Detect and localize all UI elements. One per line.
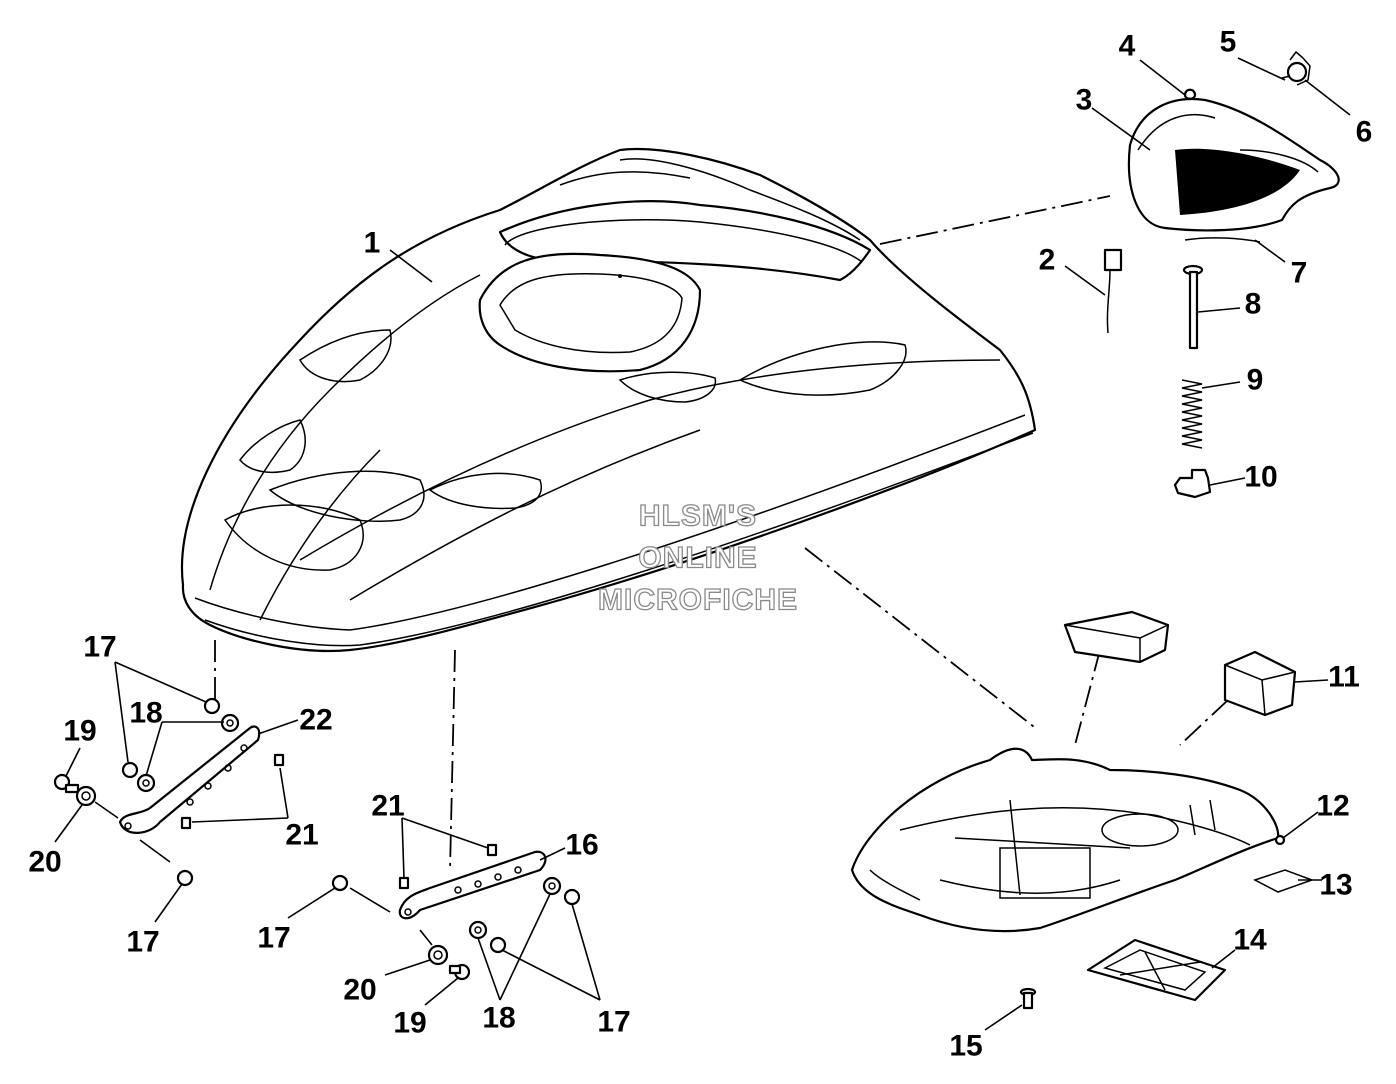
dashed-connectors bbox=[214, 195, 1229, 871]
callout-21b: 21 bbox=[371, 790, 404, 823]
callout-numbers: 1 2 3 4 5 6 7 8 9 10 11 12 13 14 15 16 1… bbox=[28, 26, 1372, 1063]
spring-part bbox=[1181, 379, 1203, 449]
callout-19a: 19 bbox=[63, 715, 96, 748]
callout-19b: 19 bbox=[393, 1007, 426, 1040]
callout-3: 3 bbox=[1076, 84, 1093, 117]
bolt-part bbox=[1182, 264, 1204, 350]
belly-pan-part bbox=[850, 747, 1280, 933]
bracket-16-part bbox=[398, 850, 547, 920]
lamp-clip-part bbox=[1184, 237, 1261, 243]
access-panel-part bbox=[1086, 938, 1227, 1002]
bulb-part bbox=[1183, 88, 1197, 100]
callout-8: 8 bbox=[1245, 288, 1262, 321]
callout-leaders bbox=[54, 57, 1351, 1031]
callout-17a: 17 bbox=[83, 631, 116, 664]
callout-14: 14 bbox=[1233, 924, 1267, 957]
screw-15-part bbox=[1019, 987, 1037, 1010]
lamp-bezel-part bbox=[1127, 98, 1340, 232]
foam-block-left bbox=[1063, 610, 1170, 664]
rivet-part bbox=[1274, 834, 1286, 846]
callout-16: 16 bbox=[565, 829, 598, 862]
callout-1: 1 bbox=[364, 227, 381, 260]
callout-13: 13 bbox=[1319, 869, 1352, 902]
knob-part bbox=[1173, 468, 1212, 499]
callout-6: 6 bbox=[1356, 116, 1373, 149]
callout-17d: 17 bbox=[597, 1006, 630, 1039]
callout-17b: 17 bbox=[126, 926, 159, 959]
callout-21a: 21 bbox=[285, 819, 318, 852]
watermark: HLSM'S ONLINE MICROFICHE bbox=[597, 499, 798, 617]
callout-10: 10 bbox=[1244, 461, 1277, 494]
callout-7: 7 bbox=[1291, 257, 1308, 290]
watermark-line-1: HLSM'S bbox=[639, 500, 757, 533]
harness-part bbox=[1103, 248, 1123, 334]
hood-part bbox=[180, 147, 1037, 653]
watermark-line-2: ONLINE bbox=[638, 542, 757, 575]
callout-18b: 18 bbox=[482, 1002, 515, 1035]
watermark-line-3: MICROFICHE bbox=[598, 584, 798, 617]
callout-12: 12 bbox=[1316, 790, 1349, 823]
callout-18a: 18 bbox=[129, 697, 162, 730]
bracket-22-part bbox=[118, 725, 261, 834]
callout-4: 4 bbox=[1119, 30, 1136, 63]
small-hardware bbox=[53, 697, 581, 981]
callout-22: 22 bbox=[299, 704, 332, 737]
callout-5: 5 bbox=[1220, 26, 1237, 59]
callout-11: 11 bbox=[1328, 661, 1360, 694]
callout-15: 15 bbox=[949, 1030, 982, 1063]
callout-20b: 20 bbox=[343, 974, 376, 1007]
foam-block-right bbox=[1223, 650, 1297, 717]
callout-9: 9 bbox=[1247, 364, 1264, 397]
callout-2: 2 bbox=[1039, 244, 1056, 277]
decal-part bbox=[1253, 869, 1315, 893]
callout-17c: 17 bbox=[257, 922, 290, 955]
callout-20a: 20 bbox=[28, 846, 61, 879]
